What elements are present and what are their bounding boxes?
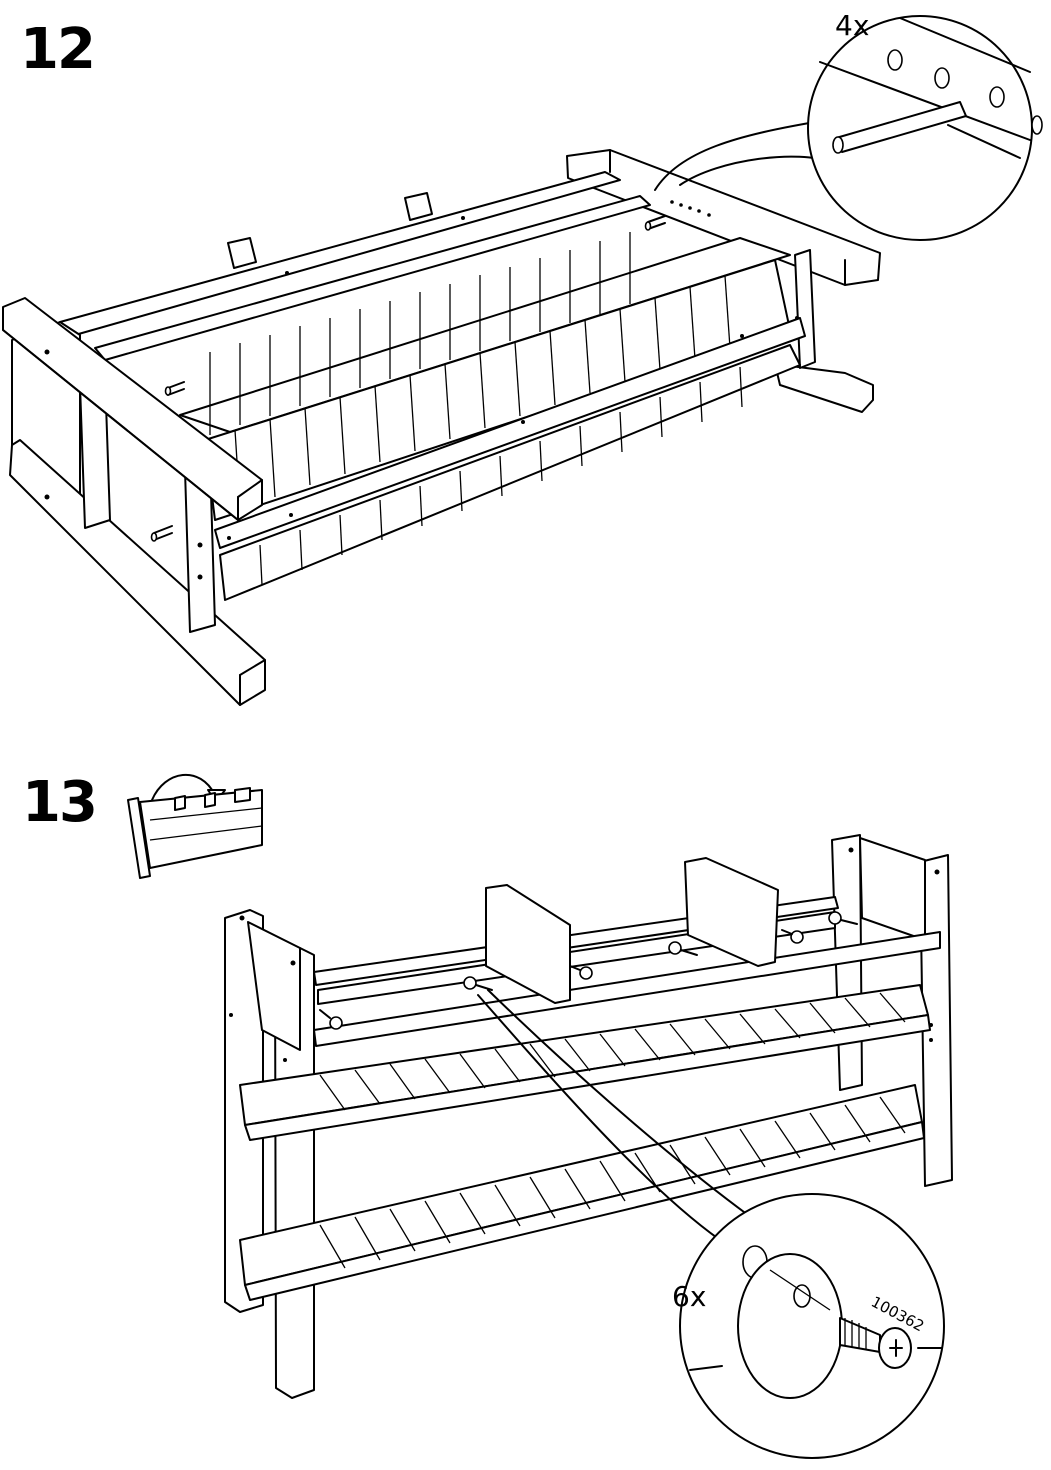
spacer-panel-right	[685, 858, 778, 966]
flip-orientation-thumbnail	[128, 775, 262, 878]
cam-lock-disc	[738, 1254, 842, 1398]
step-13-quantity: 6x	[672, 1283, 706, 1311]
right-end-panel-13	[860, 838, 925, 940]
upper-shelf	[240, 985, 928, 1125]
spacer-panel-left	[486, 885, 570, 1003]
